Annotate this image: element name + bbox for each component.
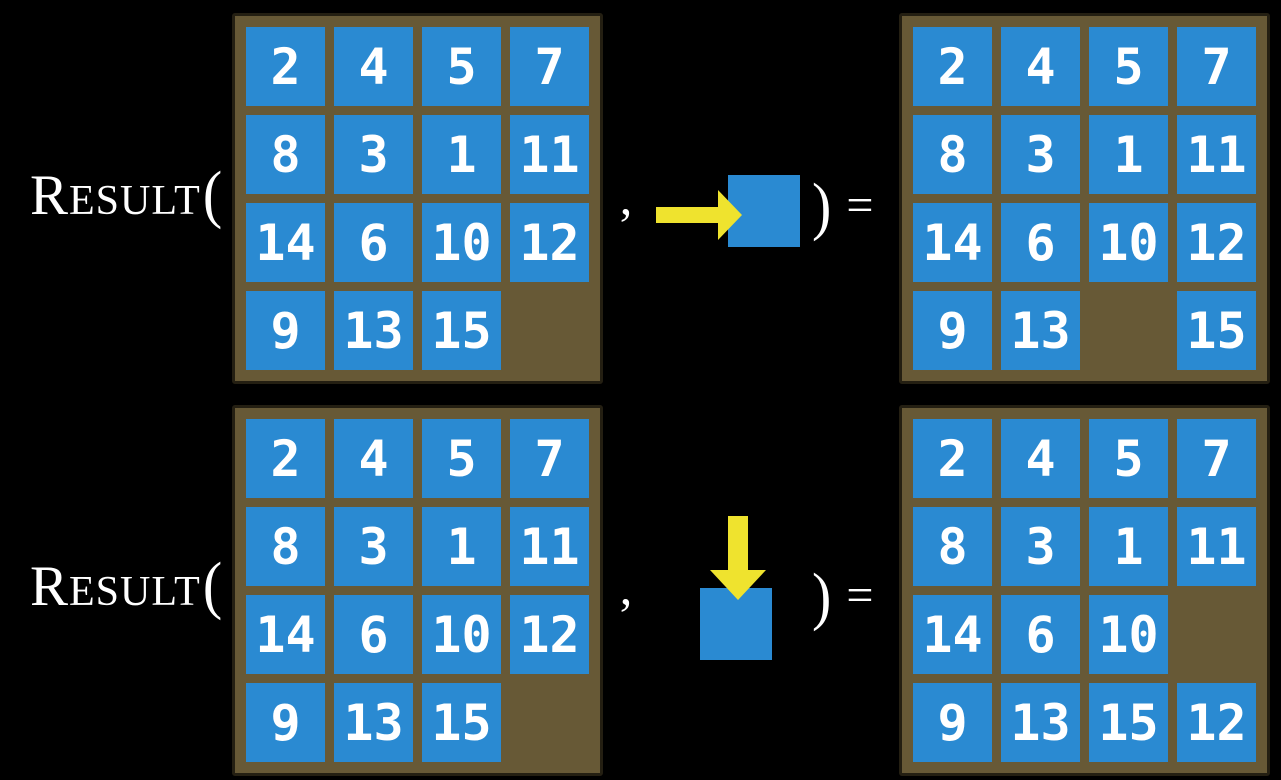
puzzle-tile: 15 (422, 291, 501, 370)
puzzle-tile: 7 (1177, 419, 1256, 498)
puzzle-tile: 10 (422, 595, 501, 674)
puzzle-tile: 14 (913, 595, 992, 674)
action-blank-tile (700, 588, 772, 660)
equals-sign: = (846, 178, 874, 232)
puzzle-tile: 8 (246, 115, 325, 194)
function-name-initial: R (30, 164, 70, 227)
puzzle-tile: 2 (246, 27, 325, 106)
function-name-rest: ESULT (69, 178, 201, 224)
puzzle-tile: 12 (510, 595, 589, 674)
puzzle-tile: 15 (1177, 291, 1256, 370)
puzzle-tile: 12 (1177, 683, 1256, 762)
puzzle-tile: 4 (1001, 419, 1080, 498)
puzzle-tile: 5 (1089, 27, 1168, 106)
puzzle-tile: 6 (1001, 595, 1080, 674)
puzzle-tile: 5 (422, 419, 501, 498)
puzzle-tile: 11 (510, 115, 589, 194)
close-paren-equals: ) = (812, 168, 873, 242)
puzzle-tile: 13 (1001, 291, 1080, 370)
close-paren: ) (812, 558, 832, 632)
action-blank-tile (728, 175, 800, 247)
puzzle-tile: 12 (1177, 203, 1256, 282)
comma: , (619, 169, 633, 225)
puzzle-tile: 1 (422, 507, 501, 586)
close-paren: ) (812, 168, 832, 242)
puzzle-tile: 14 (246, 203, 325, 282)
puzzle-tile: 2 (913, 419, 992, 498)
puzzle-tile: 14 (913, 203, 992, 282)
puzzle-tile: 9 (913, 291, 992, 370)
puzzle-tile: 3 (1001, 507, 1080, 586)
puzzle-tile: 6 (334, 595, 413, 674)
puzzle-blank-space (510, 291, 589, 370)
down-arrow-icon (710, 516, 766, 600)
puzzle-blank-space (1089, 291, 1168, 370)
puzzle-tile: 7 (510, 419, 589, 498)
open-paren: ( (202, 157, 223, 231)
comma: , (619, 559, 633, 615)
puzzle-tile: 1 (1089, 115, 1168, 194)
puzzle-tile: 6 (334, 203, 413, 282)
puzzle-tile: 2 (913, 27, 992, 106)
close-paren-equals: ) = (812, 558, 873, 632)
puzzle-tile: 5 (422, 27, 501, 106)
puzzle-tile: 7 (510, 27, 589, 106)
puzzle-tile: 3 (334, 115, 413, 194)
puzzle-tile: 8 (913, 507, 992, 586)
puzzle-tile: 3 (1001, 115, 1080, 194)
puzzle-tile: 13 (334, 291, 413, 370)
puzzle-tile: 4 (334, 27, 413, 106)
puzzle-tile: 8 (246, 507, 325, 586)
puzzle-tile: 11 (1177, 115, 1256, 194)
right-arrow-icon (656, 190, 742, 240)
puzzle-tile: 2 (246, 419, 325, 498)
puzzle-blank-space (1177, 595, 1256, 674)
puzzle-tile: 4 (334, 419, 413, 498)
puzzle-tile: 4 (1001, 27, 1080, 106)
puzzle-tile: 1 (1089, 507, 1168, 586)
puzzle-tile: 11 (510, 507, 589, 586)
equals-sign: = (846, 568, 874, 622)
puzzle-tile: 14 (246, 595, 325, 674)
puzzle-tile: 1 (422, 115, 501, 194)
puzzle-tile: 11 (1177, 507, 1256, 586)
open-paren: ( (202, 548, 223, 622)
function-name-rest: ESULT (69, 569, 201, 615)
puzzle-tile: 13 (1001, 683, 1080, 762)
puzzle-tile: 7 (1177, 27, 1256, 106)
puzzle-tile: 5 (1089, 419, 1168, 498)
puzzle-tile: 8 (913, 115, 992, 194)
puzzle-tile: 10 (1089, 203, 1168, 282)
puzzle-tile: 10 (1089, 595, 1168, 674)
puzzle-tile: 12 (510, 203, 589, 282)
puzzle-tile: 9 (913, 683, 992, 762)
puzzle-tile: 9 (246, 291, 325, 370)
puzzle-tile: 15 (1089, 683, 1168, 762)
puzzle-tile: 13 (334, 683, 413, 762)
puzzle-tile: 3 (334, 507, 413, 586)
puzzle-tile: 6 (1001, 203, 1080, 282)
puzzle-tile: 9 (246, 683, 325, 762)
puzzle-tile: 10 (422, 203, 501, 282)
function-name-initial: R (30, 555, 70, 618)
puzzle-tile: 15 (422, 683, 501, 762)
puzzle-blank-space (510, 683, 589, 762)
